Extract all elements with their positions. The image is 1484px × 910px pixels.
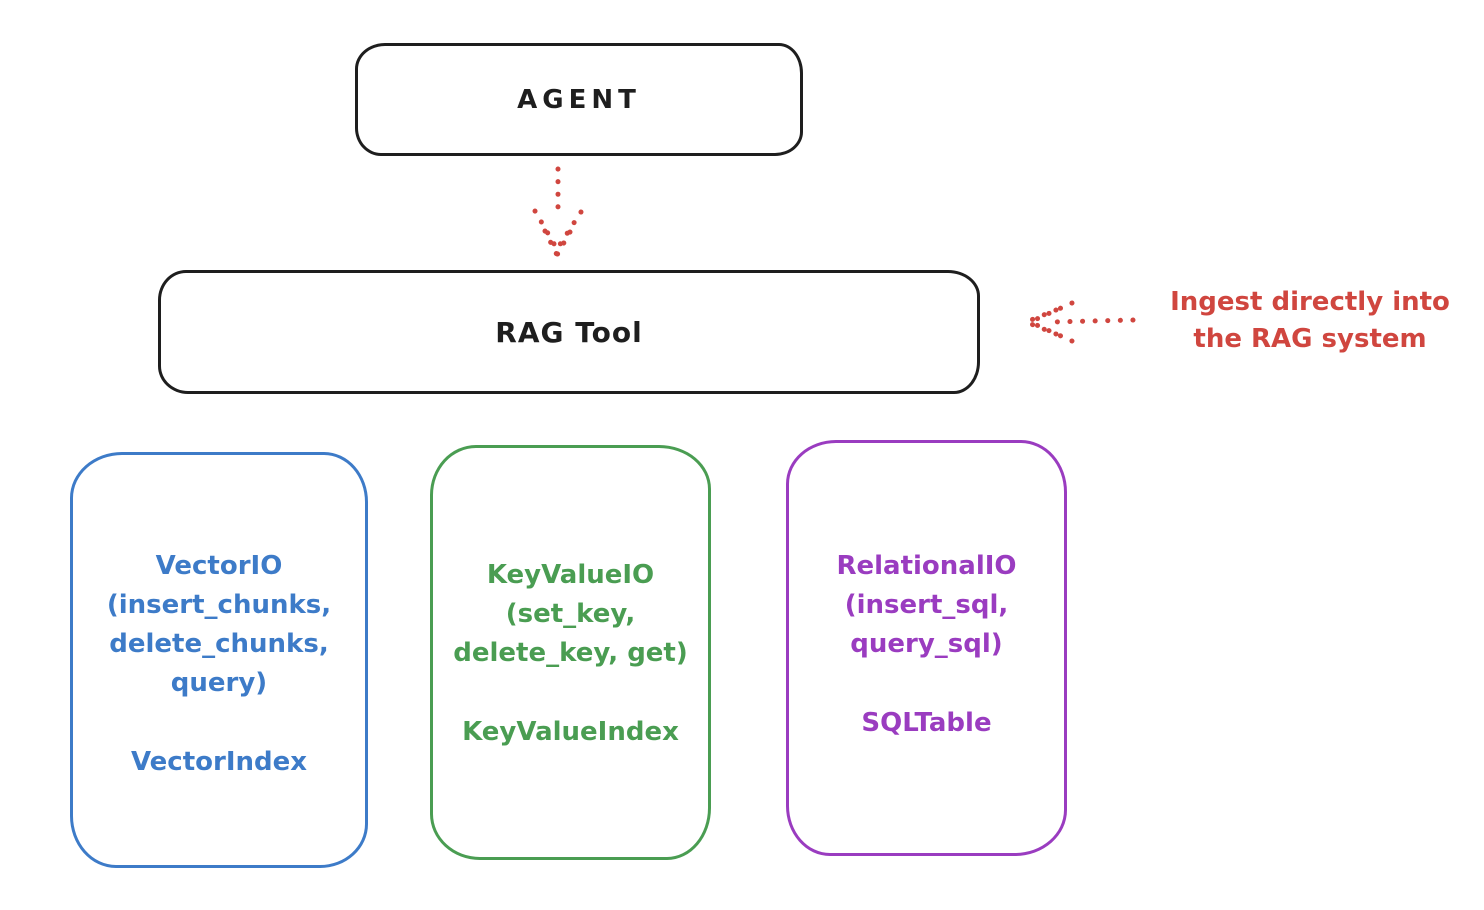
rag-tool-label: RAG Tool	[495, 315, 643, 349]
arrowhead-outer-bottom	[1027, 319, 1075, 344]
store-index-label: VectorIndex	[130, 747, 308, 777]
rag-tool-node: RAG Tool	[158, 270, 980, 394]
store-node-relational-io: RelationalIO (insert_sql, query_sql) SQL…	[786, 440, 1067, 856]
store-node-keyvalue-io: KeyValueIO (set_key, delete_key, get) Ke…	[430, 445, 711, 860]
arrowhead-inner-left	[542, 228, 560, 258]
store-interface-label: KeyValueIO (set_key, delete_key, get)	[453, 560, 688, 668]
store-index-label: SQLTable	[861, 708, 992, 738]
ingest-arrow	[1023, 300, 1136, 344]
arrow-shaft	[1049, 317, 1136, 325]
store-node-vector-io: VectorIO (insert_chunks, delete_chunks, …	[70, 452, 368, 868]
ingest-annotation: Ingest directly into the RAG system	[1170, 287, 1450, 354]
arrowhead-outer-left	[532, 208, 560, 252]
agent-label: AGENT	[517, 84, 641, 115]
arrowhead-inner-bottom	[1023, 319, 1059, 337]
arrowhead-inner-top	[1023, 307, 1059, 325]
arrowhead-outer-top	[1027, 300, 1075, 325]
agent-to-rag-arrow	[532, 166, 584, 258]
agent-node: AGENT	[355, 43, 803, 156]
store-interface-label: RelationalIO (insert_sql, query_sql)	[836, 551, 1017, 659]
store-index-label: KeyValueIndex	[462, 717, 679, 747]
arrowhead-outer-right	[554, 209, 584, 252]
arrowhead-inner-right	[554, 229, 573, 258]
store-interface-label: VectorIO (insert_chunks, delete_chunks, …	[106, 551, 332, 698]
